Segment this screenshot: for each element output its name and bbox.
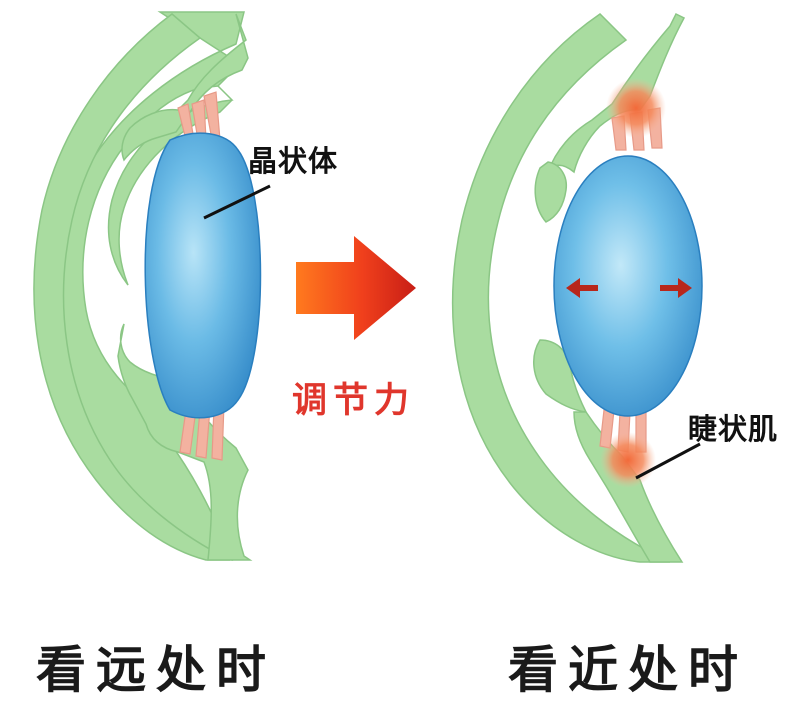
near-ciliary-muscle-upper — [606, 78, 666, 138]
ciliary-muscle-label: 睫状肌 — [688, 412, 779, 446]
lens-label: 晶状体 — [248, 144, 339, 178]
near-ciliary-muscle-lower — [600, 432, 656, 488]
far-iris-upper — [121, 13, 249, 162]
near-eye-group — [451, 12, 703, 563]
accommodation-label: 调节力 — [292, 381, 416, 421]
far-lens — [144, 132, 262, 419]
double-headed-arrow-icon — [566, 278, 692, 298]
near-iris-upper — [534, 161, 568, 223]
near-lens — [553, 155, 703, 417]
far-zonules-lower — [179, 403, 225, 461]
right-arrow-icon — [296, 236, 416, 340]
far-eye-group — [33, 11, 271, 561]
near-cornea-arc — [451, 13, 671, 563]
far-caption: 看远处时 — [36, 641, 276, 699]
far-lens-pointer — [203, 184, 271, 220]
near-caption: 看近处时 — [508, 641, 748, 699]
near-muscle-pointer — [635, 442, 701, 480]
